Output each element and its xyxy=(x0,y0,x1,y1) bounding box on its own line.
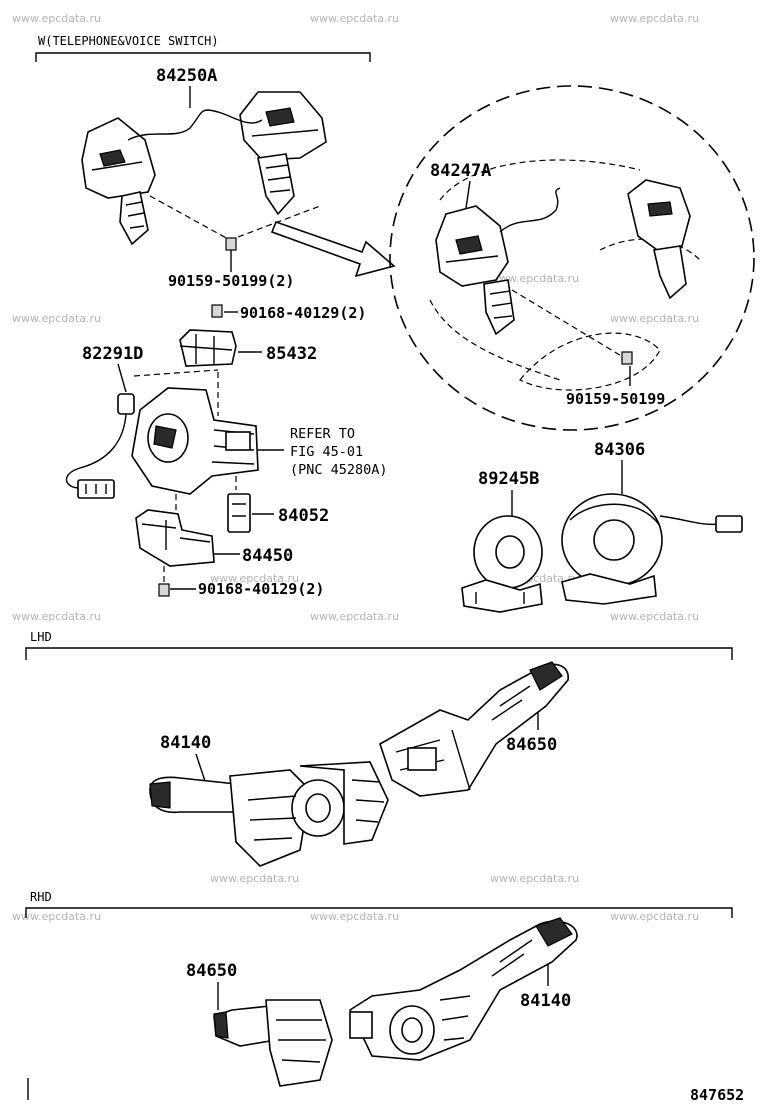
wheel-screw-path xyxy=(511,289,629,361)
reference-line-2: FIG 45-01 xyxy=(290,444,363,460)
part-label-85432: 85432 xyxy=(266,344,317,364)
lhd-bracket xyxy=(25,647,733,660)
part-label-90168-40129-2-top: 90168-40129(2) xyxy=(240,304,366,322)
spiral-cable-section: 89245B 84306 xyxy=(461,440,743,613)
part-label-90159-50199-2: 90159-50199(2) xyxy=(168,272,294,290)
part-label-rhd-84140: 84140 xyxy=(520,991,571,1011)
part-label-89245B: 89245B xyxy=(478,469,539,489)
watermark: www.epcdata.ru xyxy=(610,910,699,923)
watermark: www.epcdata.ru xyxy=(490,872,579,885)
lhd-section: LHD 84140 84650 xyxy=(25,630,733,867)
watermark: www.epcdata.ru xyxy=(610,12,699,25)
steering-switch-right xyxy=(239,91,327,216)
part-89245B xyxy=(461,515,543,613)
watermark: www.epcdata.ru xyxy=(490,272,579,285)
rhd-light-switch-84650 xyxy=(213,999,333,1087)
part-label-lhd-84140: 84140 xyxy=(160,733,211,753)
assembly-arrow xyxy=(270,220,396,278)
wheel-switch-right xyxy=(627,179,691,300)
watermark: www.epcdata.ru xyxy=(12,910,101,923)
part-85432 xyxy=(179,329,237,367)
watermarks: www.epcdata.ru www.epcdata.ru www.epcdat… xyxy=(12,12,699,923)
steering-switch-left xyxy=(81,117,156,246)
screw-90168-bottom xyxy=(158,583,170,597)
part-label-90159-50199: 90159-50199 xyxy=(566,390,665,408)
part-label-84250A: 84250A xyxy=(156,66,217,86)
rhd-header: RHD xyxy=(30,890,52,904)
part-label-lhd-84650: 84650 xyxy=(506,735,557,755)
leader-84247A xyxy=(465,180,471,209)
screw-90168-top xyxy=(211,304,223,318)
harness-path xyxy=(133,369,219,377)
rhd-section: RHD 84650 84140 847652 xyxy=(25,890,744,1104)
wheel-harness-wire xyxy=(499,187,561,233)
combination-switch-section: 90168-40129(2) 85432 82291D REFER TO FIG… xyxy=(65,304,388,598)
part-84450 xyxy=(135,509,215,567)
switch-harness-wire xyxy=(127,109,263,141)
watermark: www.epcdata.ru xyxy=(12,312,101,325)
watermark: www.epcdata.ru xyxy=(310,12,399,25)
part-84306 xyxy=(561,493,743,605)
reference-line-3: (PNC 45280A) xyxy=(290,462,388,478)
watermark: www.epcdata.ru xyxy=(310,610,399,623)
leader-82291D xyxy=(117,363,127,393)
lhd-wiper-switch-84140 xyxy=(149,761,389,867)
lhd-light-switch-84650 xyxy=(379,661,569,797)
part-82291D-harness xyxy=(65,393,135,499)
part-label-82291D: 82291D xyxy=(82,344,143,364)
watermark: www.epcdata.ru xyxy=(610,610,699,623)
reference-line-1: REFER TO xyxy=(290,426,355,442)
part-label-84306: 84306 xyxy=(594,440,645,460)
watermark: www.epcdata.ru xyxy=(12,610,101,623)
rhd-bracket xyxy=(25,907,733,918)
watermark: www.epcdata.ru xyxy=(12,12,101,25)
telephone-section-header: W(TELEPHONE&VOICE SWITCH) xyxy=(38,34,219,48)
part-84052 xyxy=(227,493,251,533)
lhd-header: LHD xyxy=(30,630,52,644)
watermark: www.epcdata.ru xyxy=(210,872,299,885)
leader-lhd-84140 xyxy=(195,753,207,785)
screw-90159-wheel xyxy=(621,351,633,365)
part-label-90168-40129-2-bottom: 90168-40129(2) xyxy=(198,580,324,598)
telephone-section: W(TELEPHONE&VOICE SWITCH) 84250A xyxy=(35,34,755,431)
watermark: www.epcdata.ru xyxy=(310,910,399,923)
steering-wheel-outline xyxy=(389,85,755,431)
rhd-wiper-switch-84140 xyxy=(348,917,578,1061)
telephone-section-bracket xyxy=(35,52,371,62)
screw-90159 xyxy=(225,237,237,258)
part-label-rhd-84650: 84650 xyxy=(186,961,237,981)
part-label-84247A: 84247A xyxy=(430,161,491,181)
part-label-84450: 84450 xyxy=(242,546,293,566)
part-label-84052: 84052 xyxy=(278,506,329,526)
watermark: www.epcdata.ru xyxy=(610,312,699,325)
wheel-switch-left xyxy=(435,205,515,336)
figure-number: 847652 xyxy=(690,1086,744,1104)
watermark: www.epcdata.ru xyxy=(210,572,299,585)
spiral-cable-body xyxy=(131,387,259,495)
